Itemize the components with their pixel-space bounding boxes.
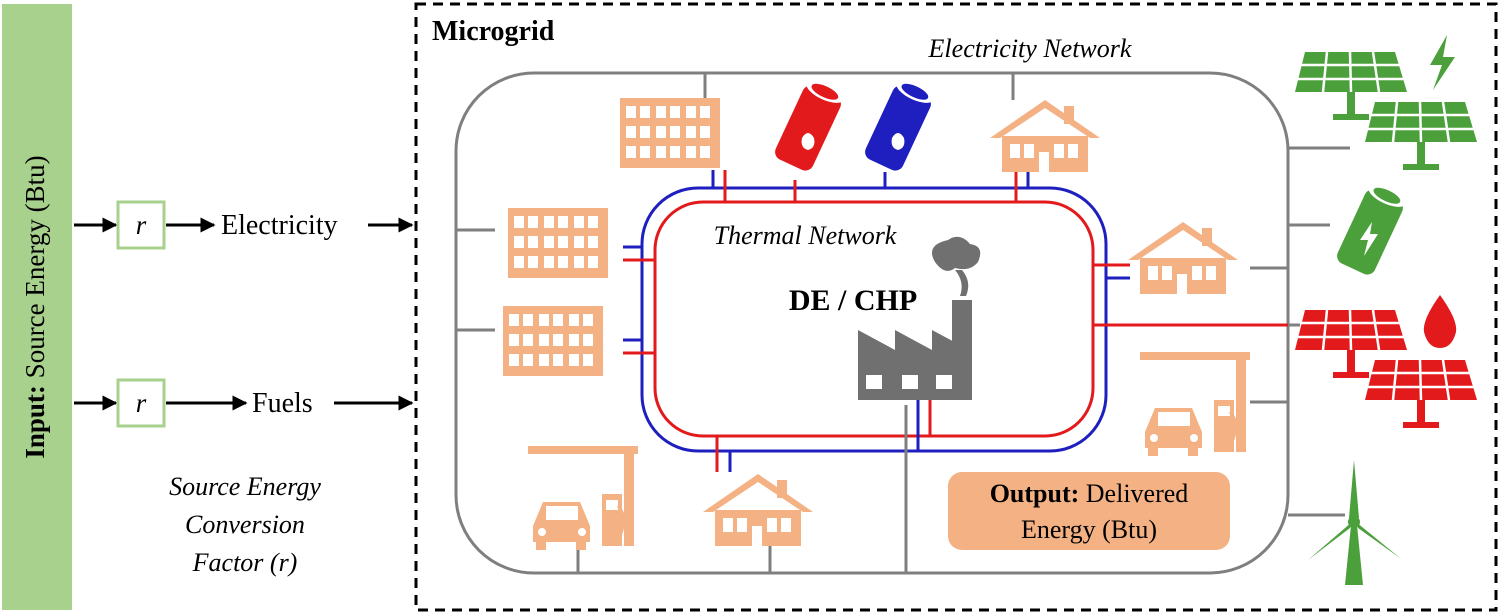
factor-symbol-electricity: r	[136, 210, 147, 240]
input-bar	[2, 4, 72, 610]
lightning-icon	[1430, 35, 1455, 90]
factor-box-electricity	[116, 200, 166, 250]
electricity-network-label: Electricity Network	[928, 34, 1132, 63]
plant-label: DE / CHP	[789, 284, 917, 317]
wind-turbine-icon	[1308, 460, 1400, 585]
electricity-network-loop	[454, 71, 1290, 575]
electric-connectors	[456, 73, 1350, 573]
caption-line-2: Conversion	[185, 510, 305, 539]
battery-icon	[1334, 179, 1409, 278]
office-building-icon	[503, 306, 603, 376]
thermal-connectors	[623, 170, 1288, 472]
ev-charger-icon	[1138, 350, 1252, 458]
fuels-label: Fuels	[252, 388, 313, 419]
cold-storage-icon	[862, 75, 937, 174]
heat-drop-icon	[1423, 295, 1457, 348]
output-line-1: Output: Delivered	[990, 479, 1189, 508]
output-line-2: Energy (Btu)	[1021, 515, 1157, 544]
thermal-network-label: Thermal Network	[714, 221, 897, 250]
factor-box-fuels	[116, 378, 166, 428]
microgrid-title: Microgrid	[432, 16, 555, 47]
solar-thermal-panel-icon	[1363, 358, 1479, 430]
house-icon	[990, 100, 1100, 172]
electricity-conversion-row: r Electricity	[74, 200, 414, 250]
office-building-icon	[620, 98, 720, 168]
solar-panel-icon	[1363, 100, 1479, 172]
hot-storage-icon	[772, 75, 847, 174]
electricity-label: Electricity	[221, 210, 338, 241]
house-icon	[703, 474, 813, 546]
microgrid-boundary	[414, 2, 1498, 612]
input-bar-label: Input: Source Energy (Btu)	[20, 155, 50, 458]
caption-line-1: Source Energy	[169, 472, 321, 501]
ev-charger-icon	[526, 444, 640, 552]
thermal-network-cold-loop	[640, 186, 1108, 453]
output-box	[948, 472, 1230, 550]
conversion-caption: Source Energy Conversion Factor (r)	[169, 472, 321, 577]
factor-symbol-fuels: r	[136, 388, 147, 418]
caption-line-3: Factor (r)	[192, 548, 298, 577]
office-building-icon	[508, 208, 608, 278]
thermal-network-hot-loop	[653, 200, 1095, 438]
fuels-conversion-row: r Fuels	[74, 378, 414, 428]
house-icon	[1128, 222, 1238, 294]
chp-plant-icon	[858, 236, 981, 400]
